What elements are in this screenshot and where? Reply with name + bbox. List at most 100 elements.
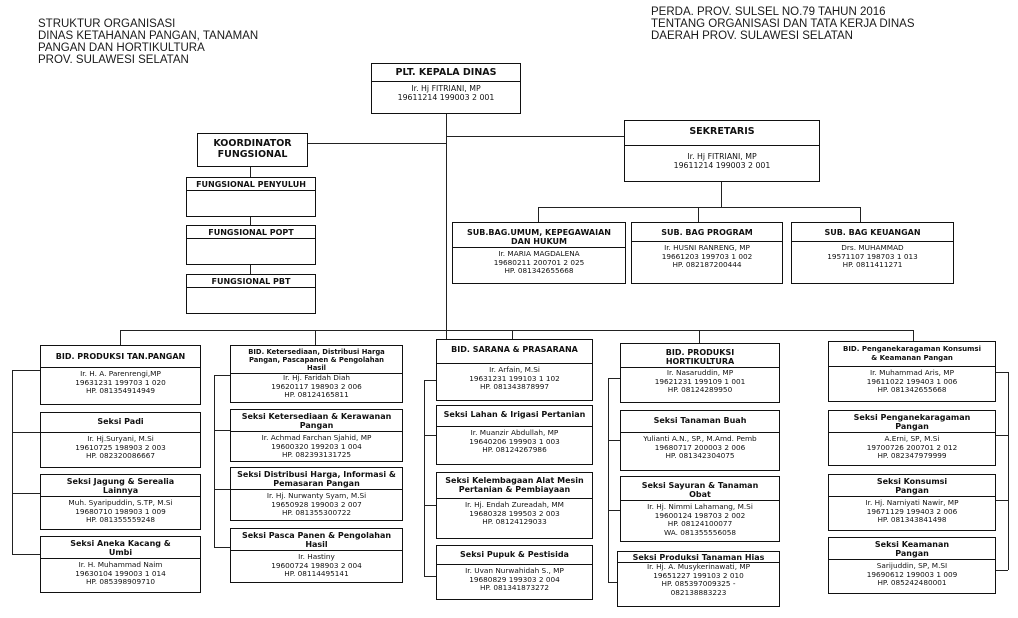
bidang-1-tick	[12, 493, 40, 494]
subbag-body: Ir. MARIA MAGDALENA 19680211 200701 2 02…	[493, 249, 585, 276]
bidang-3-tick	[424, 435, 436, 436]
bidang-1-tick	[12, 432, 40, 433]
seksi-body: Ir. Hj.Suryani, M.Si 19610725 198903 2 0…	[75, 434, 166, 461]
koordinator-fungsional-title: KOORDINATOR FUNGSIONAL	[213, 138, 292, 160]
subbag-drop-2	[698, 207, 699, 223]
bidang-5-tick	[996, 372, 1008, 373]
seksi-body: Ir. Hj. Endah Zureadah, MM 19680328 1995…	[465, 500, 564, 527]
subbag-body: Drs. MUHAMMAD 19571107 198703 1 013 HP. …	[827, 243, 918, 270]
seksi-title: Seksi Ketersediaan & Kerawanan Pangan	[231, 410, 402, 432]
seksi-body: Ir. Uvan Nurwahidah S., MP 19680829 1993…	[465, 566, 564, 593]
seksi-body: Ir. Hj. A. Musykerinawati, MP 19651227 1…	[646, 562, 751, 597]
kepala-dinas-title: PLT. KEPALA DINAS	[372, 64, 520, 82]
bidang-1-tick	[12, 370, 40, 371]
seksi-body: Ir. Hj. Nurwanty Syam, M.Si 19650928 199…	[266, 491, 367, 518]
bidang-1-side-line	[12, 370, 13, 554]
seksi-body: Ir. Hastiny 19600724 198903 2 004 HP. 08…	[271, 552, 362, 579]
bidang-title: BID. SARANA & PRASARANA	[437, 340, 592, 364]
kepala-dinas-box: PLT. KEPALA DINAS Ir. Hj FITRIANI, MP 19…	[371, 63, 521, 114]
seksi-box: Seksi Pasca Panen & Pengolahan Hasil Ir.…	[230, 528, 403, 583]
seksi-title: Seksi Keamanan Pangan	[829, 538, 995, 560]
seksi-box: Seksi Keamanan Pangan Sarijuddin, SP, M.…	[828, 537, 996, 594]
fungsional-title: FUNGSIONAL PENYULUH	[187, 178, 315, 191]
seksi-title: Seksi Lahan & Irigasi Pertanian	[437, 406, 592, 427]
seksi-box: Seksi Sayuran & Tanaman Obat Ir. Hj. Nim…	[620, 476, 780, 542]
seksi-title: Seksi Produksi Tanaman Hias	[618, 552, 779, 563]
bidang-3-tick	[424, 505, 436, 506]
seksi-title: Seksi Konsumsi Pangan	[829, 475, 995, 497]
bidang-3-tick	[424, 380, 436, 381]
seksi-title: Seksi Pasca Panen & Pengolahan Hasil	[231, 529, 402, 551]
seksi-title: Seksi Pupuk & Pestisida	[437, 546, 592, 565]
subbag-box: SUB. BAG KEUANGAN Drs. MUHAMMAD 19571107…	[791, 222, 954, 284]
subbag-drop-1	[538, 207, 539, 223]
bidang-body: Ir. Nasaruddin, MP 19621231 199109 1 001…	[654, 368, 746, 395]
bidang-5-tick	[996, 435, 1008, 436]
sekretaris-down-line	[721, 181, 722, 207]
bidang-body: Ir. H. A. Parenrengi,MP 19631231 199703 …	[75, 369, 166, 396]
bidang-4-tick	[608, 510, 620, 511]
bidang-4-tick	[608, 440, 620, 441]
seksi-box: Seksi Pupuk & Pestisida Ir. Uvan Nurwahi…	[436, 545, 593, 600]
seksi-body: Ir. Hj. Nimmi Lahamang, M.Si 19600124 19…	[647, 502, 753, 537]
subbag-body: Ir. HUSNI RANRENG, MP 19661203 199703 1 …	[661, 243, 753, 270]
bidang-box: BID. PRODUKSI HORTIKULTURA Ir. Nasaruddi…	[620, 343, 780, 403]
sekretaris-box: SEKRETARIS Ir. Hj FITRIANI, MP 19611214 …	[624, 120, 820, 182]
header-left: STRUKTUR ORGANISASI DINAS KETAHANAN PANG…	[38, 18, 259, 66]
bidang-2-side-line	[214, 375, 215, 547]
seksi-body: Yulianti A.N., SP., M.Amd. Pemb 19680717…	[643, 434, 757, 461]
bidang-drop-2	[315, 330, 316, 346]
seksi-box: Seksi Konsumsi Pangan Ir. Hj. Narniyati …	[828, 474, 996, 531]
fungsional-title: FUNGSIONAL PBT	[187, 275, 315, 288]
seksi-title: Seksi Aneka Kacang & Umbi	[41, 537, 200, 559]
subbag-bus-line	[538, 207, 860, 208]
subbag-drop-3	[860, 207, 861, 223]
seksi-box: Seksi Padi Ir. Hj.Suryani, M.Si 19610725…	[40, 412, 201, 468]
bidang-5-tick	[996, 500, 1008, 501]
seksi-title: Seksi Tanaman Buah	[621, 411, 779, 433]
subbag-box: SUB.BAG.UMUM, KEPEGAWAIAN DAN HUKUM Ir. …	[452, 222, 626, 284]
bidang-3-tick	[424, 576, 436, 577]
seksi-body: Ir. Achmad Farchan Sjahid, MP 19600320 1…	[261, 433, 372, 460]
subbag-title: SUB. BAG KEUANGAN	[792, 223, 953, 242]
seksi-body: Sarijuddin, SP, M.SI 19690612 199003 1 0…	[866, 561, 958, 588]
bidang-title: BID. Ketersediaan, Distribusi Harga Pang…	[231, 346, 402, 374]
seksi-body: Ir. Hj. Narniyati Nawir, MP 19671129 199…	[865, 498, 959, 525]
bidang-box: BID. Ketersediaan, Distribusi Harga Pang…	[230, 345, 403, 403]
sekretaris-body: Ir. Hj FITRIANI, MP 19611214 199003 2 00…	[673, 152, 771, 170]
bidang-2-tick	[214, 489, 230, 490]
seksi-body: Ir. Muanzir Abdullah, MP 19640206 199903…	[469, 428, 560, 455]
bidang-box: BID. Penganekaragaman Konsumsi & Keamana…	[828, 341, 996, 402]
bidang-1-tick	[12, 554, 40, 555]
subbag-title: SUB.BAG.UMUM, KEPEGAWAIAN DAN HUKUM	[453, 223, 625, 248]
seksi-box: Seksi Aneka Kacang & Umbi Ir. H. Muhamma…	[40, 536, 201, 593]
seksi-body: A.Erni, SP, M.Si 19700726 200701 2 012 H…	[866, 434, 958, 461]
bidang-box: BID. SARANA & PRASARANA Ir. Arfain, M.Si…	[436, 339, 593, 401]
bidang-body: Ir. Hj. Faridah Diah 19620117 198903 2 0…	[271, 373, 362, 400]
seksi-box: Seksi Produksi Tanaman Hias Ir. Hj. A. M…	[617, 551, 780, 607]
bidang-4-side-line	[608, 378, 609, 582]
bidang-5-side-line	[1008, 372, 1009, 570]
bidang-bus-line	[120, 330, 913, 331]
subbag-box: SUB. BAG PROGRAM Ir. HUSNI RANRENG, MP 1…	[631, 222, 783, 284]
seksi-title: Seksi Padi	[41, 413, 200, 433]
koordinator-connector	[307, 143, 447, 144]
bidang-4-tick	[608, 582, 620, 583]
bidang-2-tick	[214, 547, 230, 548]
seksi-title: Seksi Sayuran & Tanaman Obat	[621, 477, 779, 501]
seksi-box: Seksi Lahan & Irigasi Pertanian Ir. Muan…	[436, 405, 593, 465]
fungsional-box: FUNGSIONAL POPT	[186, 225, 316, 265]
bidang-2-tick	[214, 430, 230, 431]
seksi-title: Seksi Penganekaragaman Pangan	[829, 411, 995, 433]
bidang-drop-5	[913, 330, 914, 342]
fungsional-title: FUNGSIONAL POPT	[187, 226, 315, 239]
fungsional-box: FUNGSIONAL PBT	[186, 274, 316, 314]
sekretaris-connector	[446, 136, 625, 137]
subbag-title: SUB. BAG PROGRAM	[632, 223, 782, 242]
seksi-body: Ir. H. Muhammad Naim 19630104 199003 1 0…	[75, 560, 166, 587]
main-trunk-line	[446, 113, 447, 343]
bidang-drop-3	[512, 330, 513, 340]
bidang-body: Ir. Arfain, M.Si 19631231 199103 1 102 H…	[469, 365, 560, 392]
seksi-box: Seksi Jagung & Serealia Lainnya Muh. Sya…	[40, 474, 201, 530]
